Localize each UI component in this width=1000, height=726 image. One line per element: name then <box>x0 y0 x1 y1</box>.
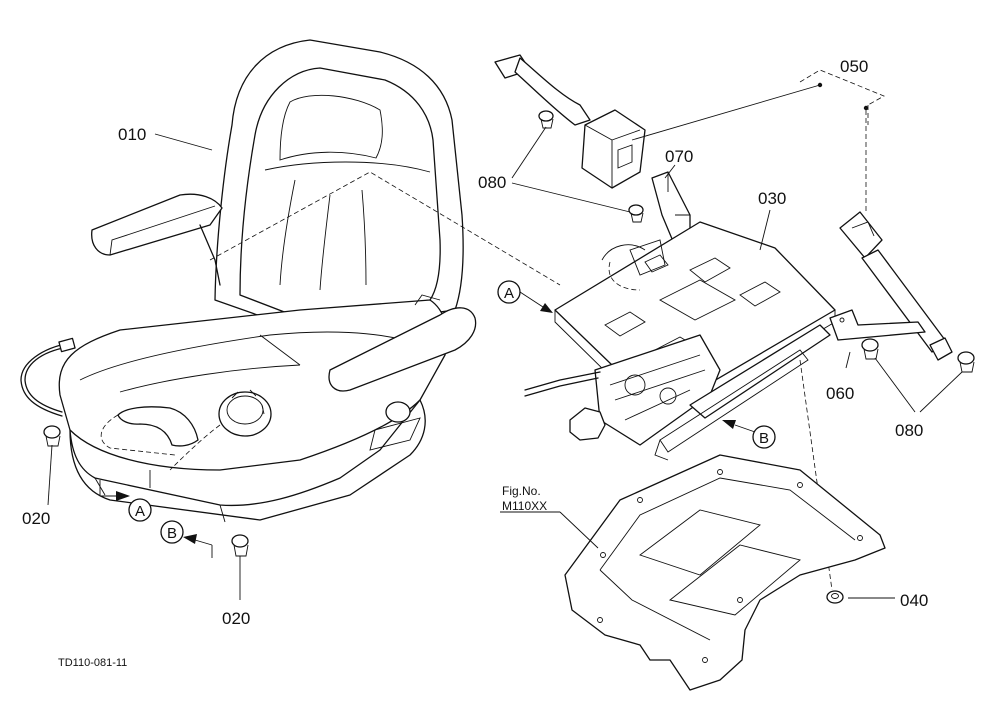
base-plate <box>564 454 886 691</box>
marker-a-left: A <box>128 498 152 522</box>
callout-070: 070 <box>665 147 693 166</box>
callout-020-bottom: 020 <box>222 609 250 628</box>
callout-020-left: 020 <box>22 509 50 528</box>
bolt-020-bottom <box>231 534 249 557</box>
callout-050: 050 <box>840 57 868 76</box>
callout-040: 040 <box>900 591 928 610</box>
marker-b-left-text: B <box>167 525 177 542</box>
marker-b-right-text: B <box>759 430 769 447</box>
drawing-code: TD110-081-11 <box>58 657 127 669</box>
callout-080-left: 080 <box>478 173 506 192</box>
callout-010: 010 <box>118 125 146 144</box>
callout-080-right: 080 <box>895 421 923 440</box>
fig-ref-label: Fig.No. <box>502 484 541 498</box>
weight-adjust-dial <box>218 389 272 437</box>
marker-b-right: B <box>752 425 776 449</box>
marker-a-left-text: A <box>135 503 145 520</box>
callout-060: 060 <box>826 384 854 403</box>
marker-b-left: B <box>160 520 184 544</box>
bolt-020-left <box>43 425 61 447</box>
marker-a-right-text: A <box>504 285 514 302</box>
seat-assembly <box>20 39 561 557</box>
seat-suspension-030 <box>524 221 926 591</box>
fig-ref-number: M110XX <box>502 499 547 513</box>
leader-lines <box>47 84 963 600</box>
seat-belt-assembly <box>494 54 975 373</box>
nut-040 <box>826 590 844 604</box>
callout-030: 030 <box>758 189 786 208</box>
marker-a-right: A <box>497 280 521 304</box>
